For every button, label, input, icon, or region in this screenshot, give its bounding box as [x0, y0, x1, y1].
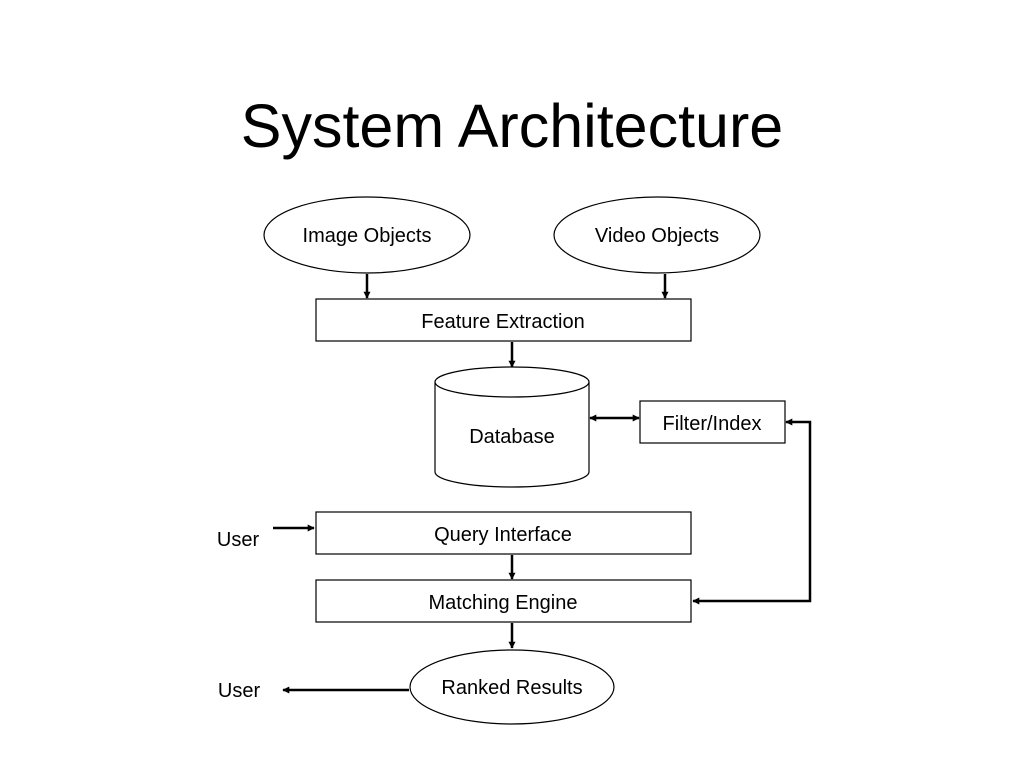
matching-engine-label: Matching Engine	[429, 592, 578, 614]
feature-extraction-node: Feature Extraction	[315, 298, 692, 342]
query-interface-label: Query Interface	[434, 524, 572, 546]
slide-title: System Architecture	[240, 92, 784, 160]
video-objects-label: Video Objects	[595, 225, 719, 247]
database-label: Database	[469, 426, 555, 448]
image-objects-node: Image Objects	[263, 196, 471, 274]
database-node: Database	[434, 366, 590, 488]
ranked-results-label: Ranked Results	[441, 677, 582, 699]
query-interface-node: Query Interface	[315, 511, 692, 555]
image-objects-label: Image Objects	[303, 225, 432, 247]
user-output-label: User	[218, 680, 261, 702]
ranked-results-node: Ranked Results	[409, 649, 615, 725]
user-input-label: User	[217, 529, 260, 551]
video-objects-node: Video Objects	[553, 196, 761, 274]
matching-engine-node: Matching Engine	[315, 579, 692, 623]
feature-extraction-label: Feature Extraction	[421, 311, 584, 333]
arrow-filter-to-matching	[692, 418, 812, 605]
filter-index-label: Filter/Index	[663, 413, 762, 435]
filter-index-node: Filter/Index	[639, 400, 786, 444]
